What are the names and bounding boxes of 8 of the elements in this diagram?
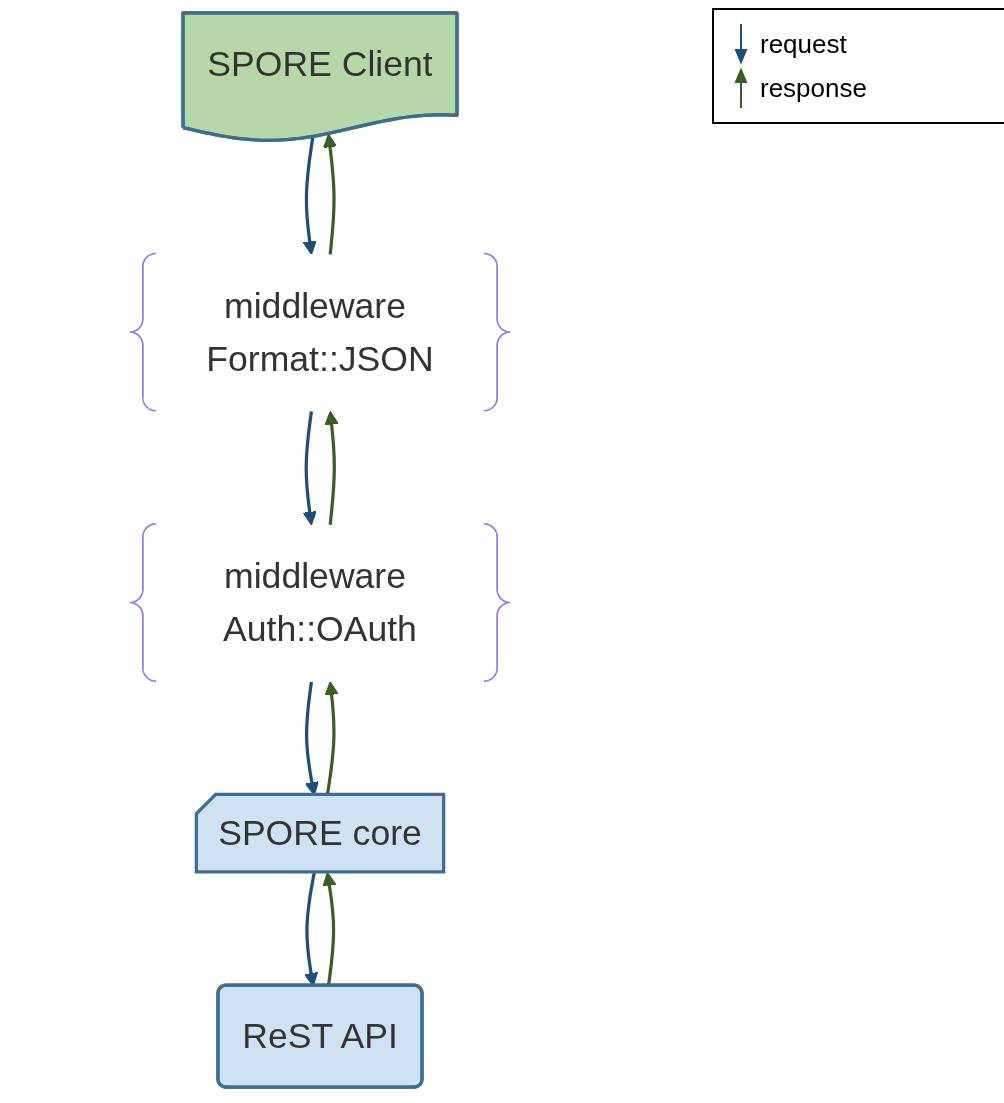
arrow (302, 137, 317, 255)
arrow (323, 133, 338, 255)
legend-label: response (760, 72, 867, 104)
arrow (324, 410, 339, 525)
node-text: middleware Format::JSON (206, 285, 434, 380)
node-text: middleware Auth::OAuth (223, 555, 417, 650)
legend-label: request (760, 28, 847, 60)
arrow (302, 411, 317, 526)
